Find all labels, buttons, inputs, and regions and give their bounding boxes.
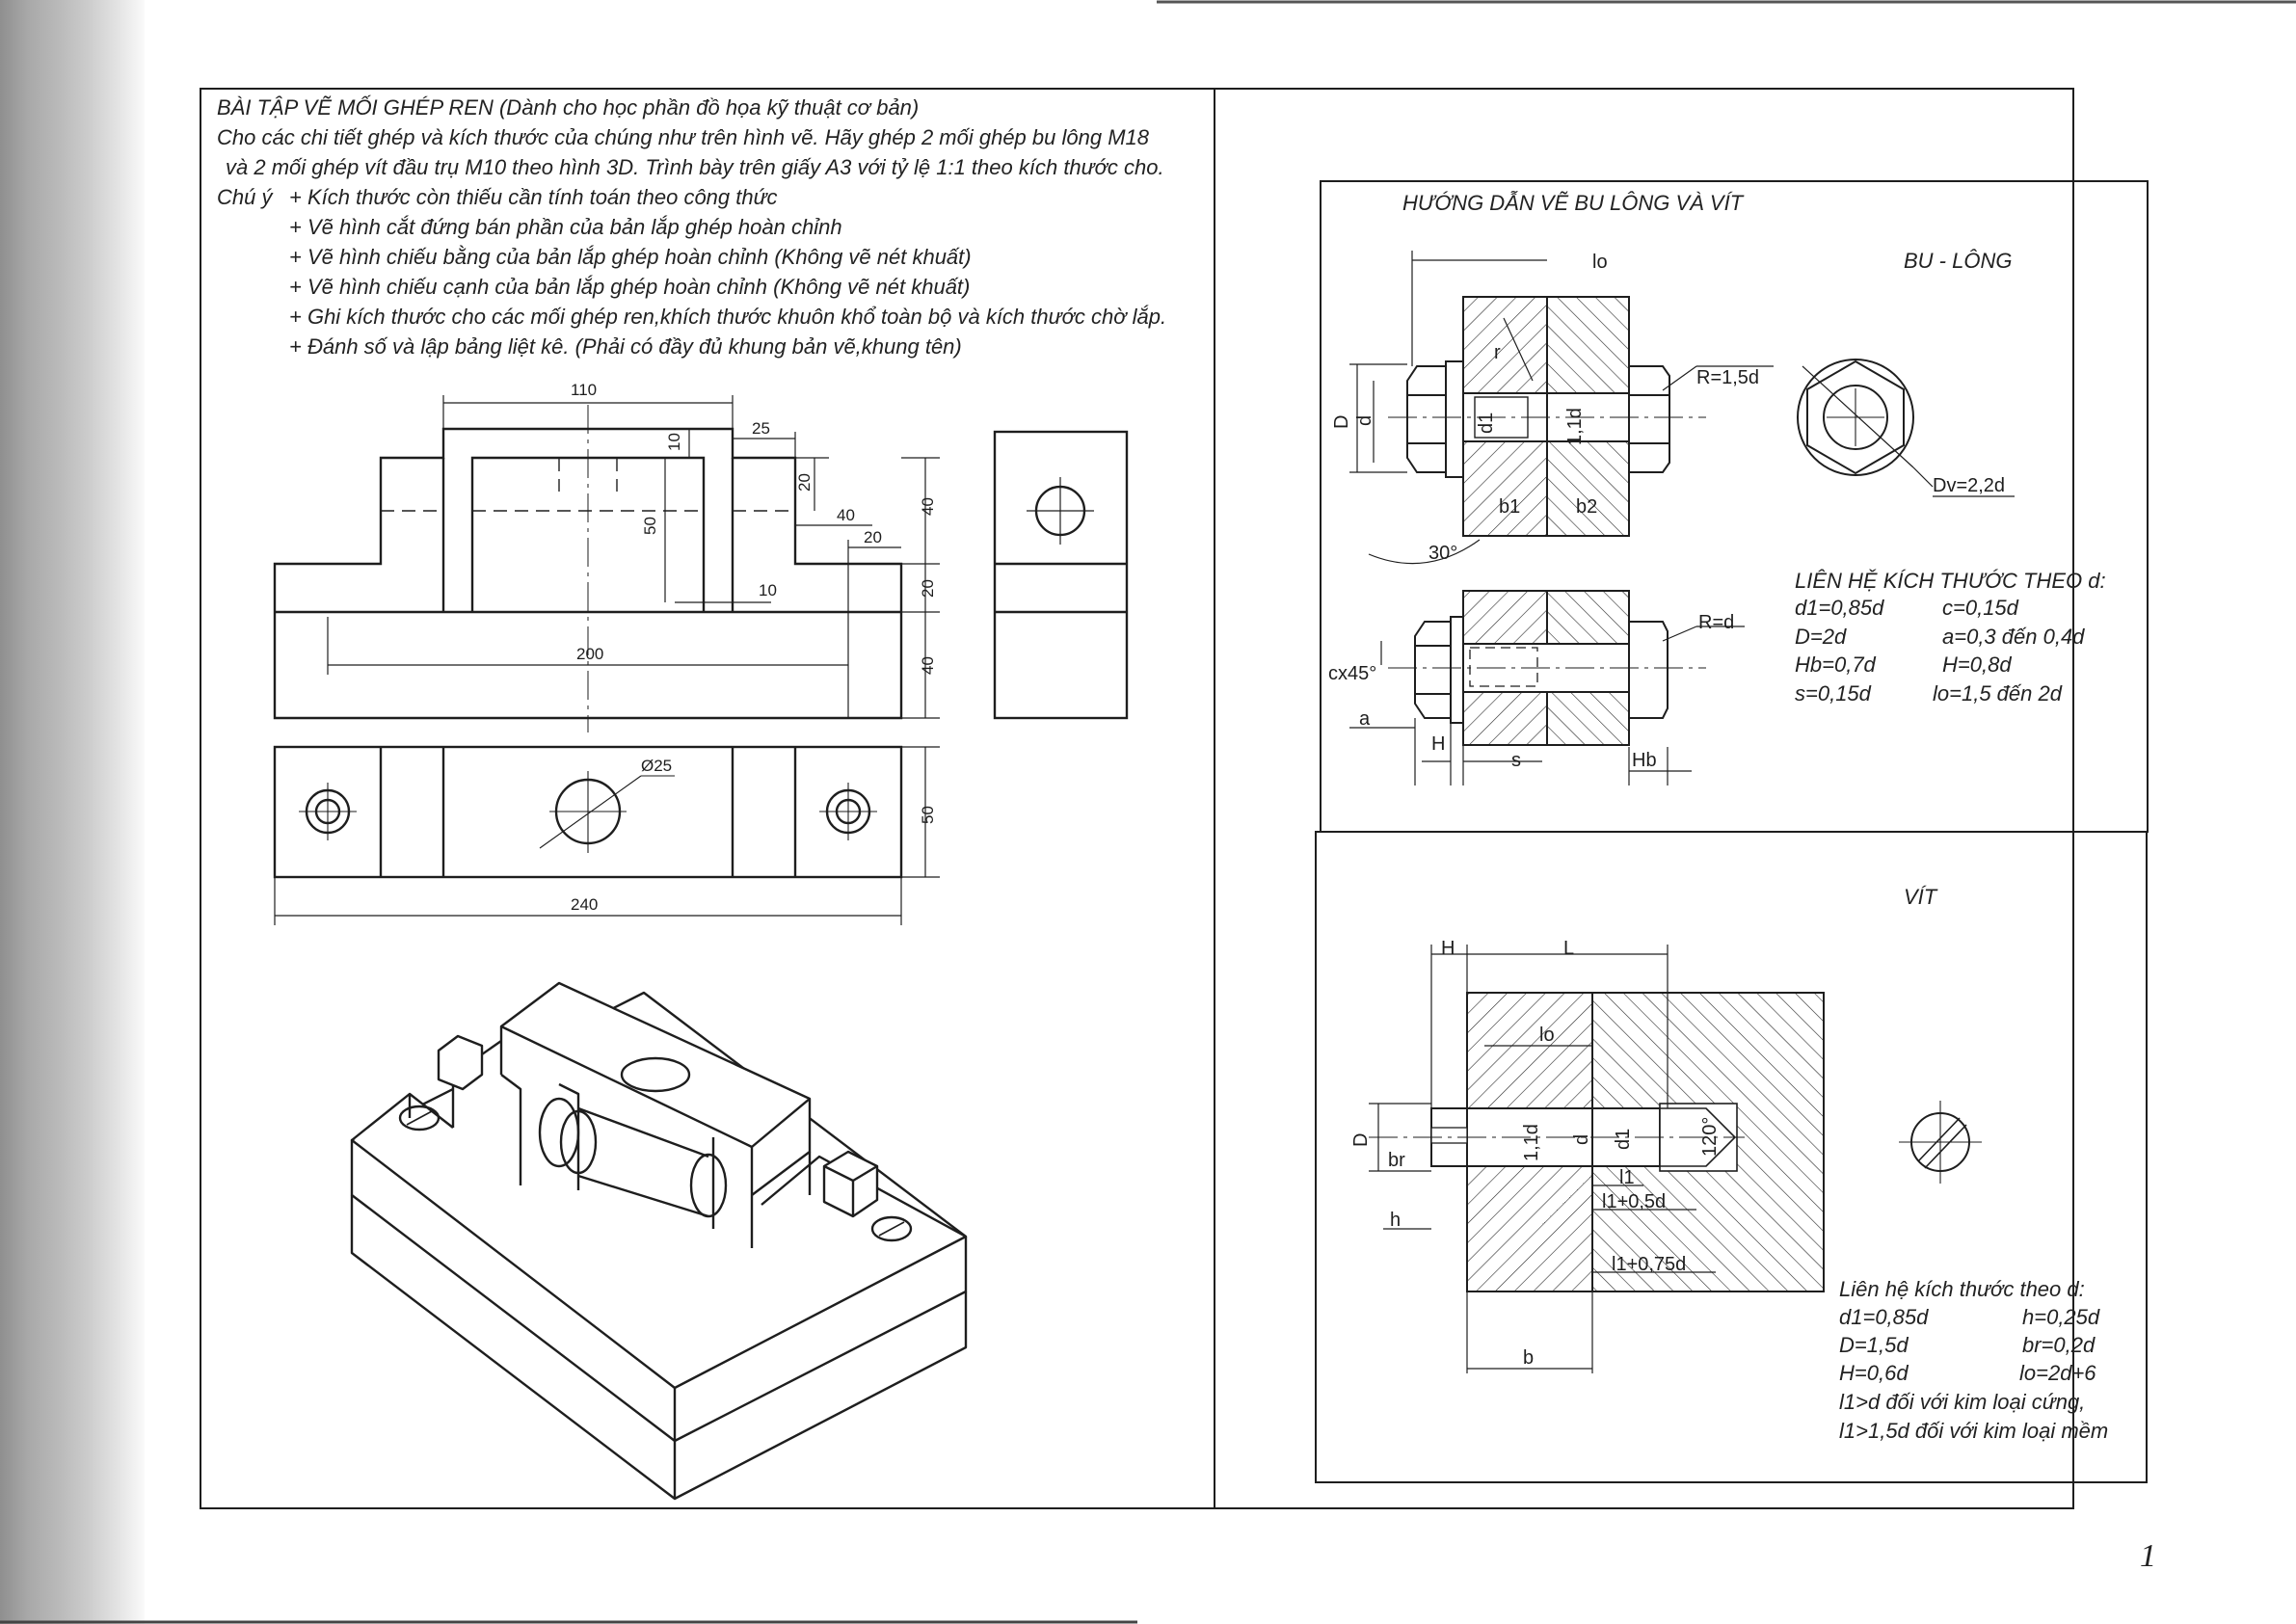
note-item: + Đánh số và lập bảng liệt kê. (Phải có …: [289, 334, 962, 359]
screw-label-1-1d: 1,1d: [1521, 1124, 1542, 1161]
dim-40-step: 40: [837, 506, 855, 524]
note-item: + Vẽ hình chiếu bằng của bản lắp ghép ho…: [289, 245, 972, 269]
front-view: [273, 405, 903, 732]
screw-label-H: H: [1441, 938, 1455, 959]
dim-25: 25: [752, 419, 770, 438]
screw-label-h: h: [1390, 1210, 1401, 1231]
screw-end-view: [1899, 1101, 1982, 1184]
screw-relation: br=0,2d: [2022, 1333, 2096, 1357]
dim-50: 50: [641, 517, 659, 535]
bolt-relation: s=0,15d: [1795, 681, 1872, 706]
top-view: [273, 745, 903, 879]
dim-110: 110: [571, 381, 597, 399]
bolt-title: BU - LÔNG: [1904, 249, 2012, 273]
bolt-relation: Hb=0,7d: [1795, 652, 1877, 677]
bolt-label-Dv: Dv=2,2d: [1933, 475, 2005, 496]
bolt-end-view: [1797, 359, 2015, 497]
bolt-guide-heading: HƯỚNG DẪN VẼ BU LÔNG VÀ VÍT: [1402, 190, 1745, 215]
screw-relation: D=1,5d: [1839, 1333, 1909, 1357]
screw-note: l1>1,5d đối với kim loại mềm: [1839, 1419, 2108, 1443]
bolt-relations-title: LIÊN HỆ KÍCH THƯỚC THEO d:: [1795, 569, 2106, 593]
note-item: + Kích thước còn thiếu cần tính toán the…: [289, 185, 778, 209]
screw-relations-title: Liên hệ kích thước theo d:: [1839, 1277, 2085, 1301]
dim-50-top-view: 50: [919, 806, 937, 824]
bolt-label-b1: b1: [1499, 496, 1520, 518]
bolt-label-d1: d1: [1476, 413, 1497, 434]
dim-20-step: 20: [864, 528, 882, 546]
note-item: + Vẽ hình chiếu cạnh của bản lắp ghép ho…: [289, 275, 971, 299]
front-view-dimensions: [327, 395, 940, 719]
dim-40-right-bottom: 40: [919, 656, 937, 675]
bolt-relation: a=0,3 đến 0,4d: [1942, 625, 2085, 649]
bolt-relation: D=2d: [1795, 625, 1847, 649]
isometric-view: [350, 981, 968, 1501]
screw-title: VÍT: [1904, 885, 1938, 909]
note-item: + Vẽ hình cắt đứng bán phần của bản lắp …: [289, 215, 842, 239]
side-view: [993, 430, 1129, 720]
bolt-label-cx45: cx45°: [1328, 663, 1376, 684]
bolt-label-Rd: R=d: [1698, 612, 1734, 633]
screw-assembly-drawing: [1369, 945, 1825, 1373]
bolt-label-d: d: [1354, 415, 1375, 426]
screw-label-lo: lo: [1539, 1025, 1555, 1046]
bolt-label-D: D: [1331, 415, 1352, 429]
page-number: 1: [2140, 1538, 2156, 1574]
scanned-margin-shade: [0, 0, 145, 1624]
screw-label-d: d: [1571, 1134, 1592, 1145]
dim-hole-diameter: Ø25: [641, 757, 672, 775]
dim-40-right-top: 40: [919, 497, 937, 516]
dim-20-upper: 20: [795, 473, 814, 492]
screw-label-b: b: [1523, 1347, 1534, 1369]
dim-10-bottom: 10: [759, 581, 777, 599]
bolt-label-b2: b2: [1576, 496, 1597, 518]
bolt-label-R15d: R=1,5d: [1696, 367, 1759, 388]
bolt-relation: d1=0,85d: [1795, 596, 1884, 620]
dim-240: 240: [571, 895, 598, 914]
top-view-dimensions: [274, 746, 940, 925]
assignment-intro-line-2: và 2 mối ghép vít đầu trụ M10 theo hình …: [226, 155, 1164, 179]
dim-10-top: 10: [665, 433, 683, 451]
screw-label-D: D: [1350, 1133, 1372, 1147]
bolt-label-angle: 30°: [1428, 543, 1457, 564]
screw-label-l1-05d: l1+0,5d: [1602, 1191, 1666, 1212]
bolt-label-lo: lo: [1592, 252, 1608, 273]
screw-relation: lo=2d+6: [2019, 1361, 2096, 1385]
screw-label-l1-075d: l1+0,75d: [1612, 1254, 1686, 1275]
assignment-intro-line-1: Cho các chi tiết ghép và kích thước của …: [217, 125, 1149, 149]
screw-label-L: L: [1563, 938, 1574, 959]
bolt-label-H: H: [1431, 733, 1445, 755]
screw-label-br: br: [1388, 1150, 1405, 1171]
bolt-label-a: a: [1359, 708, 1371, 730]
note-label: Chú ý: [217, 185, 273, 209]
screw-relation: H=0,6d: [1839, 1361, 1909, 1385]
note-item: + Ghi kích thước cho các mối ghép ren,kh…: [289, 305, 1167, 329]
screw-note: l1>d đối với kim loại cứng,: [1839, 1390, 2085, 1414]
screw-relation: d1=0,85d: [1839, 1305, 1929, 1329]
screw-label-d1: d1: [1613, 1129, 1634, 1150]
screw-label-l1: l1: [1619, 1167, 1635, 1188]
bolt-relation: lo=1,5 đến 2d: [1933, 681, 2063, 706]
screw-relation: h=0,25d: [2022, 1305, 2100, 1329]
bolt-relation: H=0,8d: [1942, 652, 2012, 677]
screw-label-120: 120°: [1699, 1117, 1721, 1157]
dim-200: 200: [576, 645, 603, 663]
bolt-label-Hb: Hb: [1632, 750, 1657, 771]
bolt-assembly-drawing: [1349, 251, 1774, 565]
bolt-nut-detail: [1349, 590, 1745, 785]
bolt-label-r: r: [1494, 342, 1501, 363]
bolt-relation: c=0,15d: [1942, 596, 2019, 620]
bolt-label-s: s: [1511, 750, 1521, 771]
assignment-title: BÀI TẬP VẼ MỐI GHÉP REN (Dành cho học ph…: [217, 95, 920, 120]
sheet-border: [200, 88, 2074, 1509]
screw-guide-frame: [1315, 831, 2148, 1483]
dim-20-right: 20: [919, 579, 937, 598]
bolt-label-1-1d: 1,1d: [1564, 408, 1586, 445]
